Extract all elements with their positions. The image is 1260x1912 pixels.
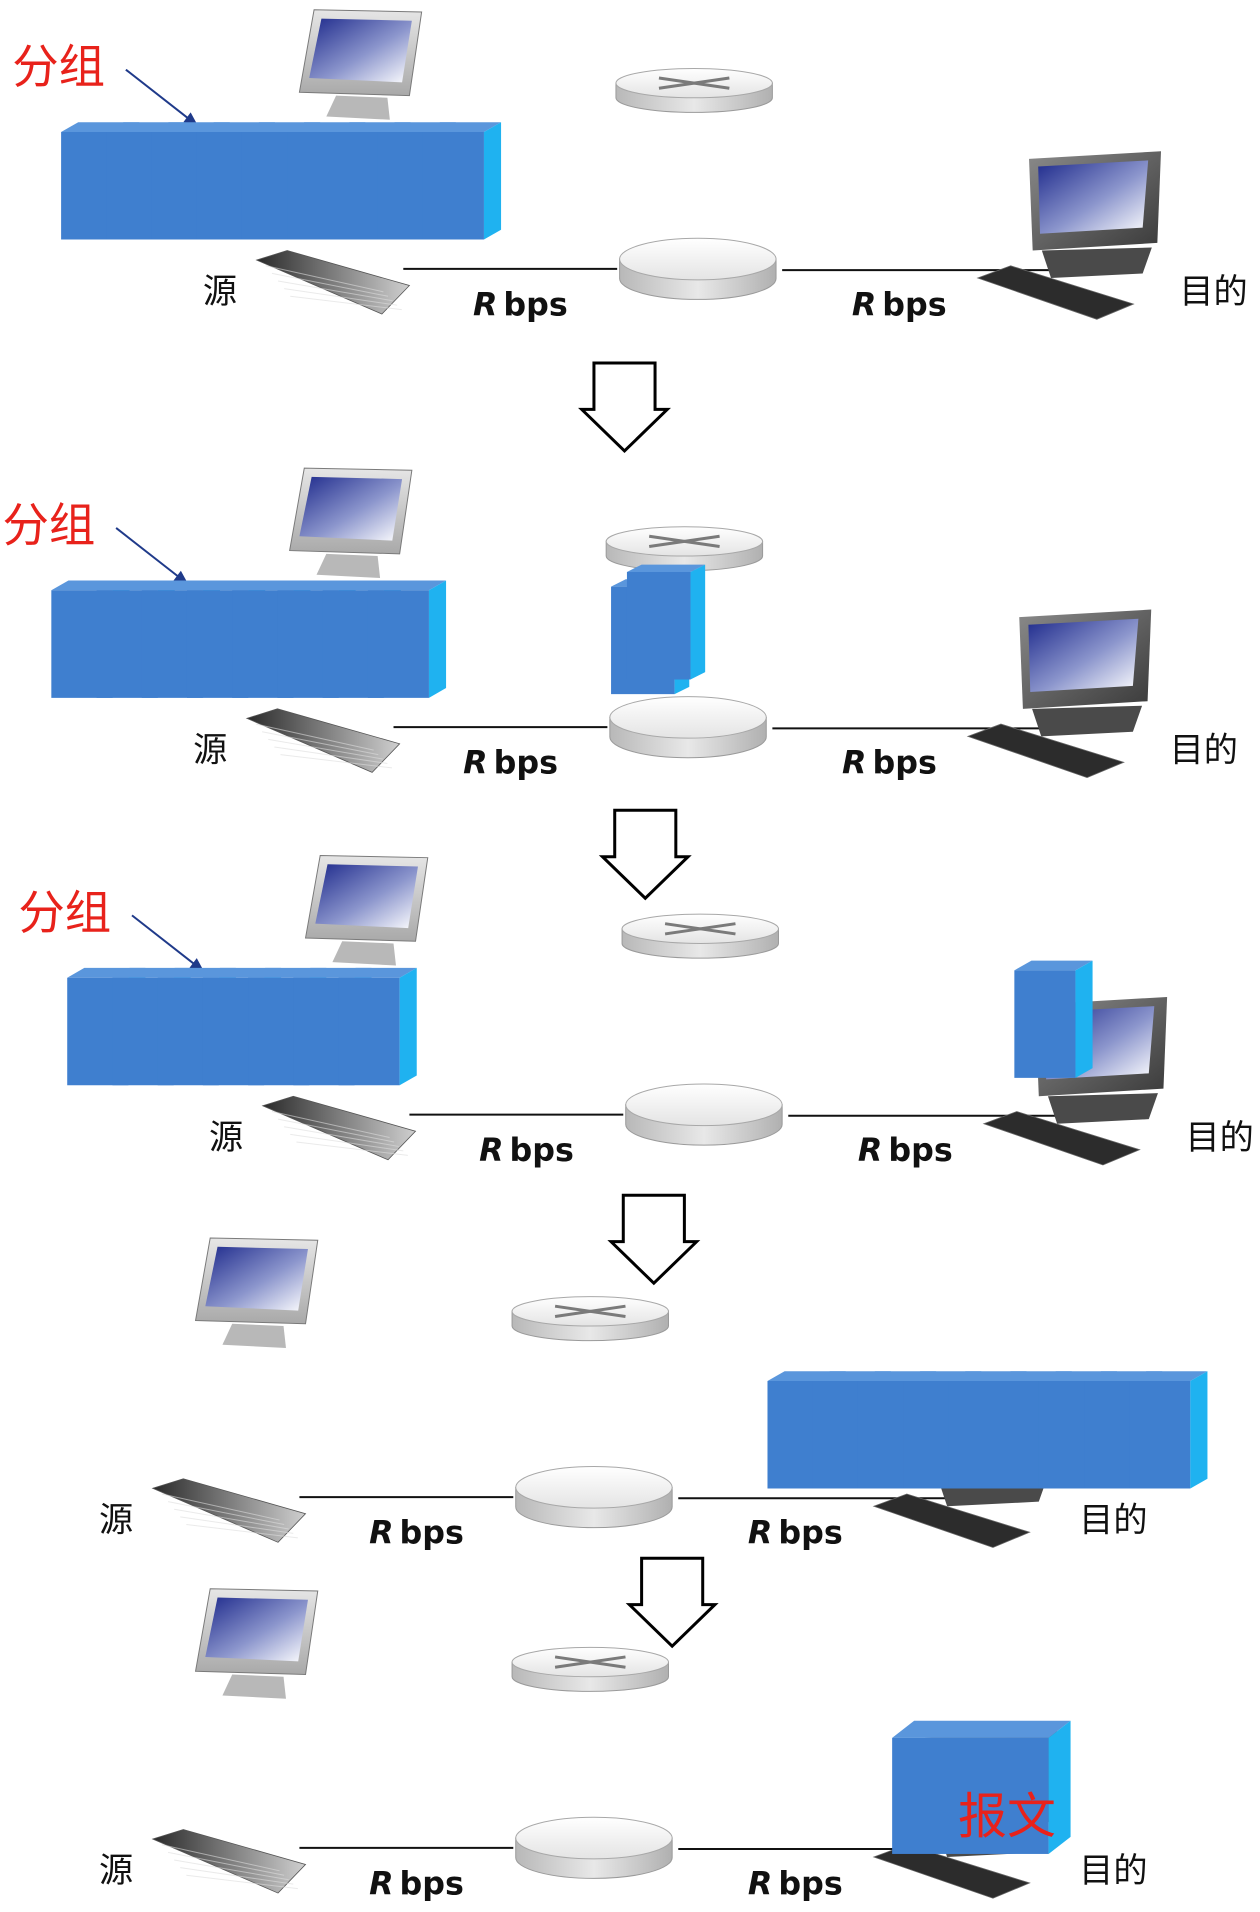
switch-disc-icon — [625, 1083, 783, 1146]
hollow-down-arrow-icon — [598, 808, 692, 901]
rate-unit: bps — [882, 287, 946, 323]
keyboard-icon — [261, 1095, 417, 1161]
rate-symbol: R — [473, 287, 497, 323]
hollow-down-arrow-icon — [625, 1556, 719, 1649]
keyboard-icon — [245, 708, 401, 773]
rate-symbol: R — [748, 1866, 772, 1902]
rate-unit: bps — [778, 1516, 842, 1552]
keyboard-icon — [255, 250, 411, 315]
rate-symbol: R — [852, 287, 876, 323]
destination-label: 目的 — [1079, 1500, 1147, 1540]
source-packet — [367, 580, 447, 698]
source-label: 源 — [99, 1500, 133, 1540]
rate-unit: bps — [873, 746, 937, 782]
source-label: 源 — [203, 272, 237, 312]
destination-computer-icon — [976, 151, 1162, 320]
hollow-down-arrow-icon — [578, 361, 671, 454]
router-icon — [621, 913, 779, 959]
router-icon — [511, 1296, 669, 1342]
source-label: 源 — [209, 1118, 243, 1158]
destination-computer-icon — [966, 609, 1152, 778]
router-icon — [615, 67, 773, 113]
source-packet — [338, 967, 417, 1086]
packets-label: 分组 — [12, 40, 105, 94]
rate-symbol: R — [858, 1133, 882, 1169]
rate-symbol: R — [842, 746, 866, 782]
destination-label: 目的 — [1079, 1851, 1147, 1891]
switch-disc-icon — [609, 696, 767, 759]
source-label: 源 — [193, 730, 227, 770]
monitor-icon — [194, 1588, 319, 1699]
packets-label: 分组 — [18, 886, 111, 940]
monitor-icon — [194, 1237, 319, 1348]
monitor-icon — [298, 9, 423, 120]
rate-symbol: R — [479, 1133, 503, 1169]
rate-unit: bps — [494, 746, 558, 782]
keyboard-icon — [151, 1478, 307, 1543]
destination-label: 目的 — [1185, 1118, 1253, 1158]
pointer-arrow-icon — [131, 914, 200, 969]
rate-unit: bps — [510, 1133, 574, 1169]
hollow-down-arrow-icon — [607, 1193, 701, 1286]
rate-unit: bps — [503, 287, 567, 323]
rate-unit: bps — [888, 1133, 952, 1169]
router-icon — [511, 1646, 669, 1692]
switch-disc-icon — [619, 237, 777, 300]
packets-label: 分组 — [2, 498, 95, 552]
destination-packet — [1129, 1371, 1208, 1489]
pointer-arrow-icon — [115, 527, 184, 582]
destination-label: 目的 — [1170, 730, 1238, 770]
destination-label: 目的 — [1179, 272, 1247, 312]
message-block: 报文 — [892, 1720, 1071, 1854]
router-icon — [605, 526, 764, 572]
rate-symbol: R — [369, 1516, 393, 1552]
source-label: 源 — [99, 1851, 133, 1891]
rate-symbol: R — [369, 1866, 393, 1902]
router-packet — [626, 564, 706, 680]
rate-unit: bps — [778, 1866, 842, 1902]
rate-unit: bps — [400, 1516, 464, 1552]
monitor-icon — [289, 467, 413, 579]
rate-symbol: R — [748, 1516, 772, 1552]
message-label: 报文 — [958, 1788, 1056, 1845]
switch-disc-icon — [515, 1816, 673, 1879]
destination-packet — [1014, 960, 1093, 1078]
source-packet — [422, 122, 502, 240]
switch-disc-icon — [515, 1466, 673, 1529]
monitor-icon — [304, 854, 429, 966]
rate-symbol: R — [463, 746, 487, 782]
rate-unit: bps — [400, 1866, 464, 1902]
keyboard-icon — [151, 1829, 307, 1894]
pointer-arrow-icon — [125, 68, 194, 123]
